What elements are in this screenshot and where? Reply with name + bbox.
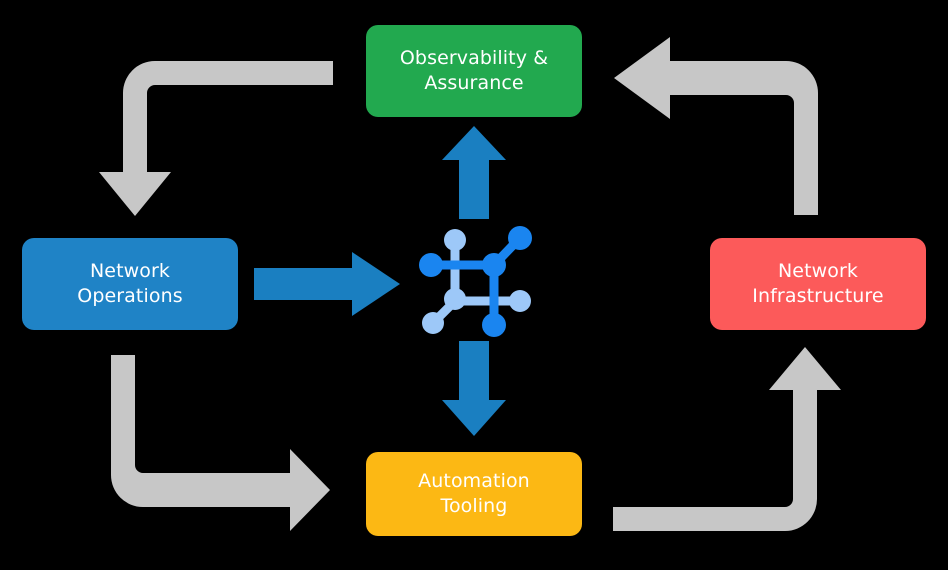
cycle-arrow-automation-to-infrastructure [613,347,841,531]
node-observability[interactable]: Observability & Assurance [366,25,582,117]
flow-arrow-center-to-automation [442,341,506,436]
topology-node-left-hub [419,253,443,277]
topology-node-center-hub [482,253,506,277]
topology-node-right-mid [509,290,531,312]
node-observability-label: Observability & Assurance [399,46,549,94]
node-network-operations[interactable]: Network Operations [22,238,238,330]
topology-node-bottom-center [482,313,506,337]
topology-node-mid-left [444,288,466,310]
cycle-arrow-infrastructure-to-observability [614,37,818,215]
node-network-operations-label: Network Operations [77,259,183,307]
flow-arrow-operations-to-center [254,252,400,316]
topology-node-top-right [508,226,532,250]
cycle-arrow-observability-to-operations [99,61,333,216]
cycle-arrow-operations-to-automation [111,355,330,531]
node-automation-tooling[interactable]: Automation Tooling [366,452,582,536]
node-network-infrastructure-label: Network Infrastructure [752,259,884,307]
node-network-infrastructure[interactable]: Network Infrastructure [710,238,926,330]
topology-node-top-left [444,229,466,251]
topology-node-bottom-left [422,312,444,334]
flow-arrow-center-to-observability [442,126,506,219]
node-automation-tooling-label: Automation Tooling [418,469,530,517]
